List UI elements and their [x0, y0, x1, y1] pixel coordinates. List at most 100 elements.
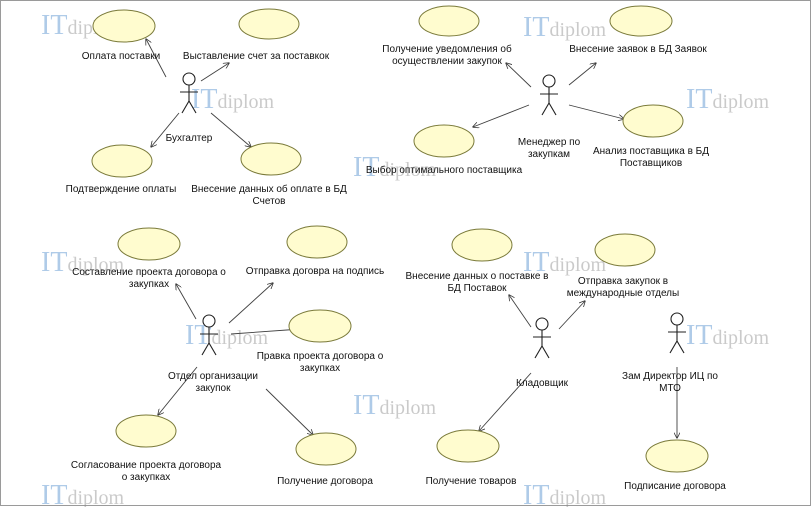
watermark-it: IT: [41, 10, 67, 41]
watermark-text: ITdiplom: [353, 152, 437, 183]
association-arrow: [506, 63, 532, 88]
use-case-ellipse[interactable]: [622, 104, 684, 138]
watermark-text: ITdiplom: [523, 247, 607, 278]
use-case-ellipse[interactable]: [645, 439, 709, 473]
watermark-text: ITdiplom: [686, 84, 770, 115]
uc-invoice[interactable]: Выставление счет за поставкок: [183, 8, 330, 62]
actor-icon: [540, 74, 558, 116]
uc-contract-sign[interactable]: Подписание договора: [624, 439, 726, 492]
watermark-diplom: diplom: [379, 159, 436, 181]
actor-icon: [668, 312, 686, 354]
watermark-diplom: diplom: [379, 397, 436, 419]
watermark-text: ITdiplom: [353, 390, 437, 421]
use-case-label: Оплата поставки: [82, 51, 160, 62]
association-arrow: [176, 284, 197, 320]
watermark-it: IT: [41, 247, 67, 278]
uc-goods-receive[interactable]: Получение товаров: [426, 429, 517, 487]
use-case-ellipse[interactable]: [451, 228, 513, 262]
watermark-it: IT: [353, 152, 379, 183]
watermark-diplom: diplom: [211, 327, 268, 349]
use-case-ellipse[interactable]: [594, 233, 656, 267]
use-case-ellipse[interactable]: [413, 124, 475, 158]
watermark-diplom: diplom: [67, 487, 124, 507]
use-case-label: Подтверждение оплаты: [66, 184, 177, 195]
use-case-ellipse[interactable]: [609, 5, 673, 37]
use-case-ellipse[interactable]: [418, 5, 480, 37]
use-case-ellipse[interactable]: [436, 429, 500, 463]
association-arrow: [509, 295, 532, 328]
watermark-text: ITdiplom: [41, 247, 125, 278]
actor-icon: [180, 72, 198, 114]
uc-orders-entry[interactable]: Внесение заявок в БД Заявок: [569, 5, 707, 55]
watermark-text: ITdiplom: [523, 12, 607, 43]
uc-delivery-payment[interactable]: Оплата поставки: [82, 9, 160, 62]
uc-contract-send[interactable]: Отправка договра на подпись: [246, 225, 384, 277]
use-case-label: Выставление счет за поставкок: [183, 51, 330, 62]
use-case-ellipse[interactable]: [288, 309, 352, 343]
association-lines: [146, 39, 677, 438]
association-arrow: [558, 301, 585, 330]
association-arrow: [568, 104, 624, 119]
use-case-ellipse[interactable]: [240, 142, 302, 176]
use-case-label: Получение договора: [277, 476, 373, 487]
use-case-ellipse[interactable]: [92, 9, 156, 43]
watermark-text: ITdiplom: [523, 480, 607, 507]
uc-payment-confirm[interactable]: Подтверждение оплаты: [66, 144, 177, 195]
use-case-ellipse[interactable]: [117, 227, 181, 261]
watermark-layer: ITdiplomITdiplomITdiplomITdiplomITdiplom…: [41, 10, 770, 507]
use-case-ellipse[interactable]: [91, 144, 153, 178]
watermark-text: ITdiplom: [41, 480, 125, 507]
association-arrow: [210, 112, 251, 147]
watermark-it: IT: [686, 320, 712, 351]
watermark-diplom: diplom: [549, 254, 606, 276]
watermark-it: IT: [686, 84, 712, 115]
diagram-nodes: Оплата поставки Выставление счет за поста…: [66, 5, 726, 492]
actor-label: Бухгалтер: [166, 133, 213, 144]
uc-supplier-choice[interactable]: Выбор оптимального поставщика: [366, 124, 523, 176]
actor-accountant[interactable]: Бухгалтер: [166, 72, 213, 144]
use-case-label: Внесение заявок в БД Заявок: [569, 44, 707, 55]
use-case-ellipse[interactable]: [286, 225, 348, 259]
use-case-ellipse[interactable]: [295, 432, 357, 466]
use-case-label: Отправка договра на подпись: [246, 266, 384, 277]
watermark-it: IT: [41, 480, 67, 507]
watermark-diplom: diplom: [217, 91, 274, 113]
actor-icon: [200, 314, 218, 356]
association-arrow: [473, 104, 530, 127]
watermark-text: ITdiplom: [185, 320, 269, 351]
use-case-ellipse[interactable]: [238, 8, 300, 40]
uc-contract-receive[interactable]: Получение договора: [277, 432, 373, 487]
watermark-it: IT: [523, 12, 549, 43]
use-case-label: Выбор оптимального поставщика: [366, 164, 523, 176]
watermark-it: IT: [523, 480, 549, 507]
use-case-label: Получение товаров: [426, 476, 517, 487]
watermark-diplom: diplom: [549, 19, 606, 41]
association-arrow: [200, 63, 229, 82]
association-arrow: [146, 39, 167, 78]
actor-storekeeper[interactable]: Кладовщик: [516, 317, 569, 389]
actor-label: Кладовщик: [516, 378, 569, 389]
watermark-it: IT: [523, 247, 549, 278]
use-case-ellipse[interactable]: [115, 414, 177, 448]
